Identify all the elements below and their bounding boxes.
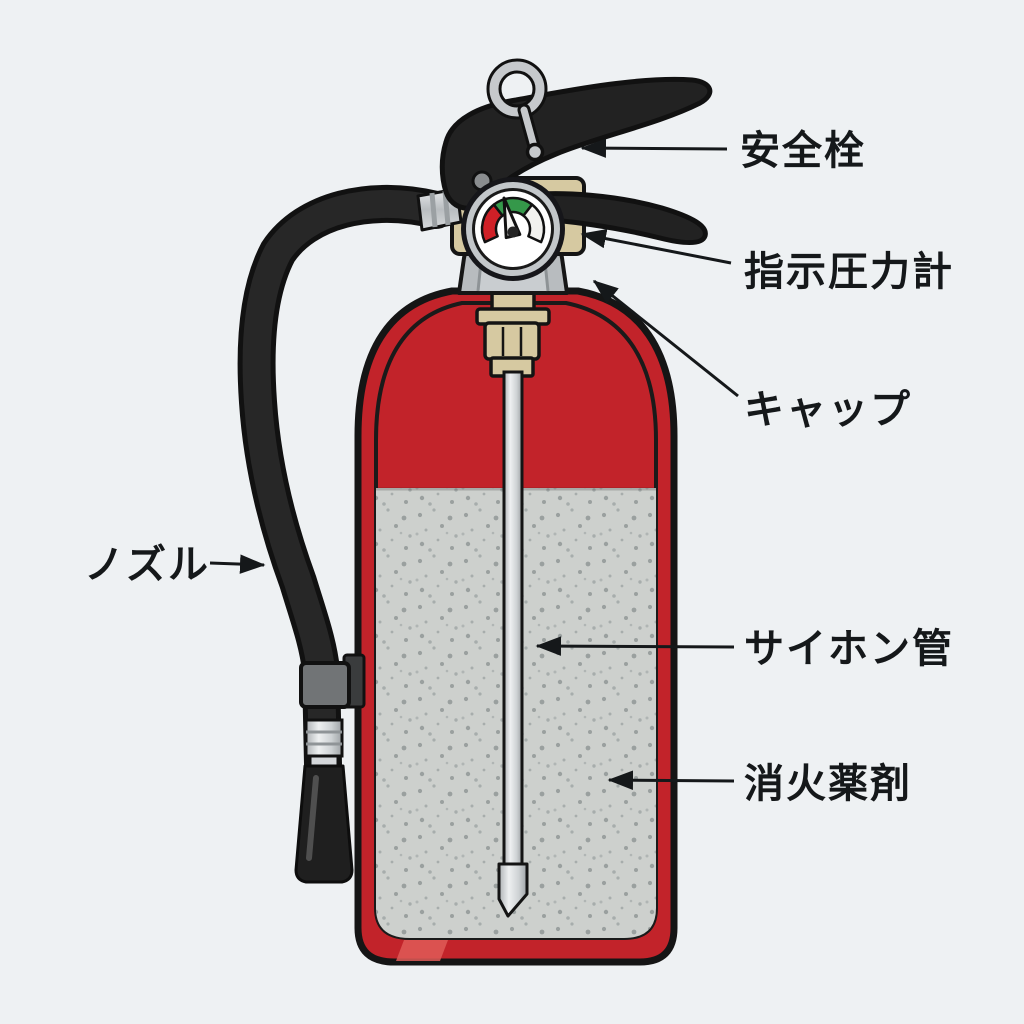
hose-assembly	[237, 184, 455, 884]
nozzle-ferrule	[304, 718, 344, 768]
pull-ring	[489, 61, 545, 117]
label-safety-pin: 安全栓	[740, 128, 866, 173]
arrow-agent	[607, 770, 735, 790]
nozzle-highlight	[306, 775, 319, 861]
safety-pin	[486, 58, 548, 162]
nozzle-cone	[294, 764, 354, 884]
siphon-tube-tip	[497, 862, 529, 918]
pressure-gauge	[461, 177, 565, 281]
arrow-cap	[592, 279, 739, 398]
tank-body	[354, 287, 678, 966]
arrow-pressure-gauge	[580, 229, 732, 265]
head-assembly	[416, 58, 713, 295]
label-pressure-gauge: 指示圧力計	[744, 250, 954, 294]
label-agent: 消火薬剤	[744, 762, 912, 806]
hose-fill	[242, 189, 450, 778]
callout-arrows	[209, 138, 739, 790]
arrow-safety-pin	[580, 138, 728, 158]
siphon-tube	[497, 370, 529, 918]
pin-end	[525, 142, 545, 162]
hose-clip	[299, 661, 351, 709]
gauge-white-zone	[522, 203, 546, 244]
label-siphon-tube: サイホン管	[744, 627, 954, 671]
callout-labels: 安全栓 指示圧力計 キャップ ノズル サイホン管 消火薬剤	[84, 128, 954, 806]
label-cap: キャップ	[744, 388, 912, 432]
label-nozzle: ノズル	[84, 543, 210, 587]
arrow-siphon-tube	[535, 636, 735, 656]
gauge-needle-hub	[507, 226, 519, 238]
arrow-nozzle	[209, 554, 266, 574]
tank-bottom-highlight	[396, 940, 448, 961]
